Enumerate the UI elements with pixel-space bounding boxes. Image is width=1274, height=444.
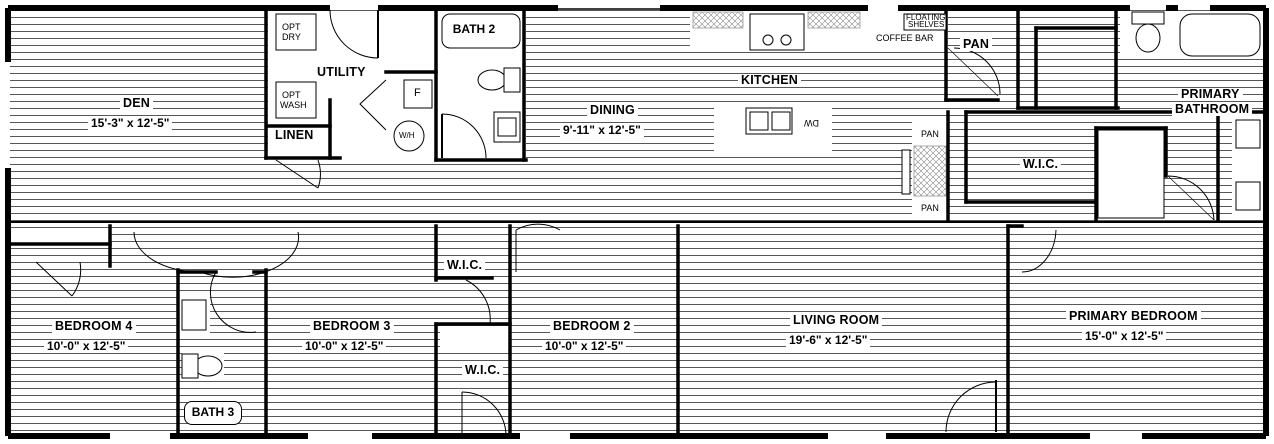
primary-sink-2 (1235, 181, 1261, 211)
furnace-label: F (414, 87, 421, 99)
bedroom3-label: BEDROOM 3 (310, 320, 394, 333)
dryer-box (275, 13, 317, 51)
bath2-label: BATH 2 (452, 22, 496, 36)
interior-walls (6, 10, 1266, 438)
bath3-sink (181, 299, 207, 331)
bath3-label: BATH 3 (184, 401, 242, 425)
primary-bedroom-label: PRIMARY BEDROOM (1066, 310, 1201, 323)
primary-bathroom-label-2: BATHROOM (1172, 103, 1253, 116)
primary-bedroom-dims: 15'-0" x 12'-5" (1082, 330, 1167, 343)
shower (1097, 129, 1165, 219)
floating-shelves-label-1: FLOATING (906, 13, 946, 22)
den-label: DEN (120, 97, 153, 110)
washer-box (275, 81, 317, 119)
primary-toilet (1135, 23, 1161, 53)
linen-label: LINEN (275, 128, 314, 142)
water-heater-label: W/H (399, 131, 415, 140)
dining-label: DINING (587, 104, 638, 117)
bath2-tub (441, 13, 521, 49)
exterior-walls (5, 5, 1269, 439)
primary-toilet-tank (1131, 11, 1165, 25)
dishwasher-label: DW (804, 118, 819, 128)
sliding-door (901, 149, 911, 195)
pan-upper-label: PAN (920, 128, 940, 141)
utility-label: UTILITY (314, 66, 369, 79)
wic-lower-label: W.I.C. (462, 364, 504, 377)
bath2-toilet (477, 69, 507, 91)
opt-dry-label-1: OPT (282, 22, 301, 32)
dining-dims: 9'-11" x 12'-5" (560, 124, 644, 137)
bedroom3-dims: 10'-0" x 12'-5" (302, 340, 387, 353)
living-label: LIVING ROOM (790, 314, 883, 327)
primary-wic-label: W.I.C. (1020, 158, 1062, 171)
floating-shelves-box (903, 13, 947, 31)
floating-shelves-label-2: SHELVES (908, 20, 945, 29)
bedroom2-dims: 10'-0" x 12'-5" (542, 340, 627, 353)
fixtures (181, 11, 1261, 379)
hatched-counters (692, 11, 947, 197)
bedroom4-dims: 10'-0" x 12'-5" (44, 340, 129, 353)
pan-top-label: PAN (960, 38, 993, 51)
bedroom4-label: BEDROOM 4 (52, 320, 136, 333)
primary-sink-1 (1235, 119, 1261, 149)
opt-wash-label-2: WASH (280, 100, 307, 110)
opt-wash-label-1: OPT (282, 90, 301, 100)
pan-lower-label: PAN (920, 202, 940, 215)
kitchen-label: KITCHEN (738, 74, 801, 87)
water-heater-circle (393, 120, 425, 152)
bedroom2-label: BEDROOM 2 (550, 320, 634, 333)
coffee-bar-label: COFFEE BAR (876, 33, 934, 43)
range-hood (749, 13, 805, 51)
primary-tub (1179, 13, 1261, 57)
living-dims: 19'-6" x 12'-5" (786, 334, 871, 347)
primary-bathroom-label-1: PRIMARY (1178, 88, 1243, 101)
wic-upper-label: W.I.C. (444, 259, 486, 272)
den-dims: 15'-3" x 12'-5" (88, 117, 173, 130)
opt-dry-label-2: DRY (282, 32, 301, 42)
furnace-box (403, 79, 433, 109)
